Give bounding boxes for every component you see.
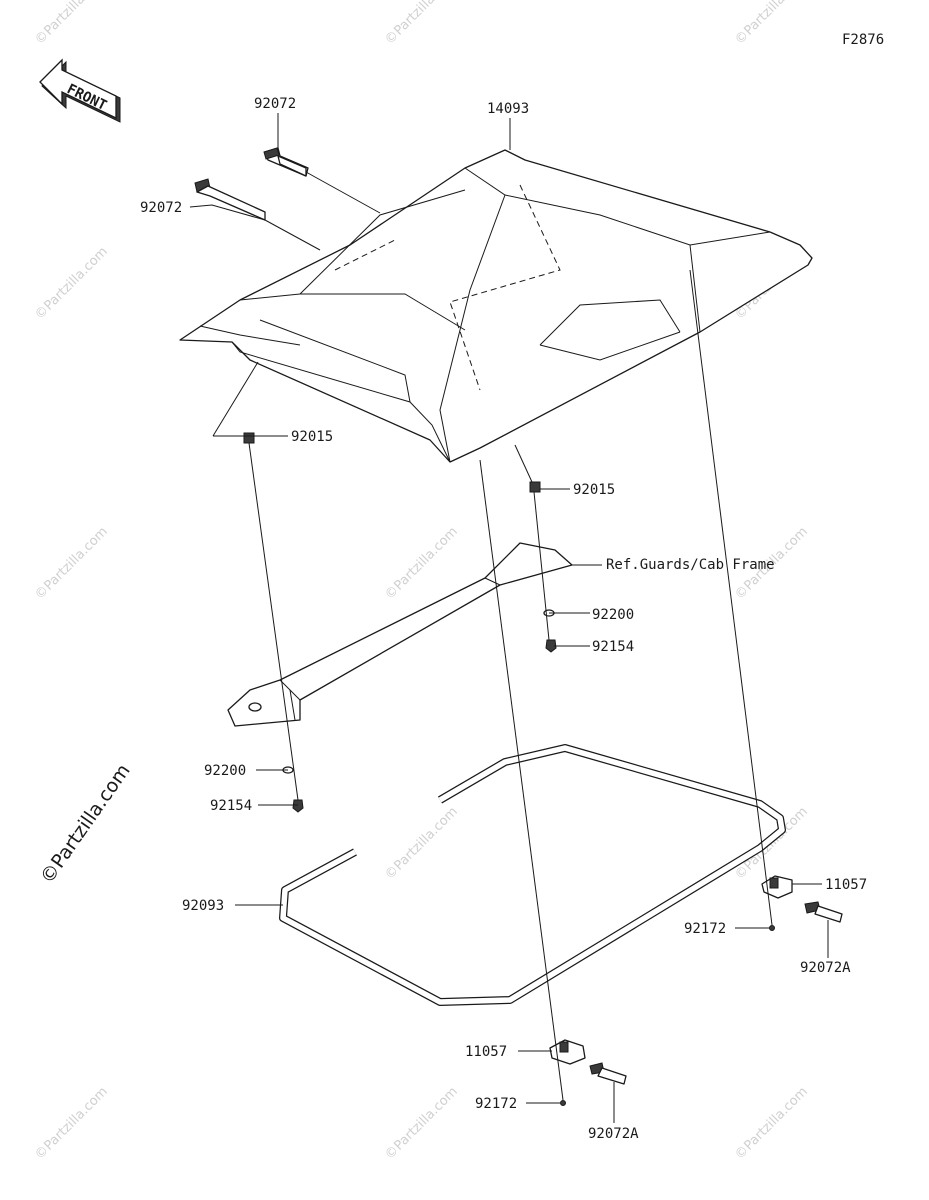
callout-clip-left: 92015 [291,429,333,445]
watermark: ©Partzilla.com [732,0,811,48]
band-top [263,147,309,177]
callout-band-bottom: 92072A [588,1126,639,1142]
callout-band-right: 92072A [800,960,851,976]
leader-lines [189,113,829,1123]
callout-latch-right: 11057 [825,877,867,893]
watermark: ©Partzilla.com [382,1084,461,1163]
callout-roof: 14093 [487,101,529,117]
watermark: ©Partzilla.com [32,524,111,603]
watermark-large: ©Partzilla.com [36,760,135,888]
watermark: ©Partzilla.com [32,0,111,48]
watermark: ©Partzilla.com [382,0,461,48]
band-right [804,901,843,923]
rivet-right [769,925,775,931]
watermark: ©Partzilla.com [382,524,461,603]
callout-screw-left: 92154 [210,798,252,814]
roof-panel [179,149,813,463]
callout-washer-right: 92200 [592,607,634,623]
cab-frame-bar [227,542,573,727]
band-bottom [589,1062,627,1085]
callout-latch-bottom: 11057 [465,1044,507,1060]
callout-clip-right: 92015 [573,482,615,498]
watermark: ©Partzilla.com [32,1084,111,1163]
screw-left [292,799,304,813]
rivet-bottom [560,1100,566,1106]
callout-rivet-right: 92172 [684,921,726,937]
clip-left [243,432,255,444]
callout-labels: 14093 92072 92072 92015 92015 Ref.Guards… [140,96,867,1142]
figure-code: F2876 [842,32,884,48]
clip-right [529,481,541,493]
watermark: ©Partzilla.com [382,804,461,883]
front-arrow-icon: FRONT [39,58,121,123]
latch-right [761,875,793,899]
seal-strip [279,744,786,1006]
callout-washer-left: 92200 [204,763,246,779]
callout-band-top: 92072 [254,96,296,112]
callout-seal: 92093 [182,898,224,914]
callout-band-left: 92072 [140,200,182,216]
callout-ref-frame: Ref.Guards/Cab Frame [606,557,775,573]
watermark: ©Partzilla.com [732,1084,811,1163]
watermark: ©Partzilla.com [32,244,111,323]
latch-bottom [549,1039,586,1065]
screw-right [545,639,557,653]
callout-rivet-bottom: 92172 [475,1096,517,1112]
band-left [194,178,266,221]
callout-screw-right: 92154 [592,639,634,655]
